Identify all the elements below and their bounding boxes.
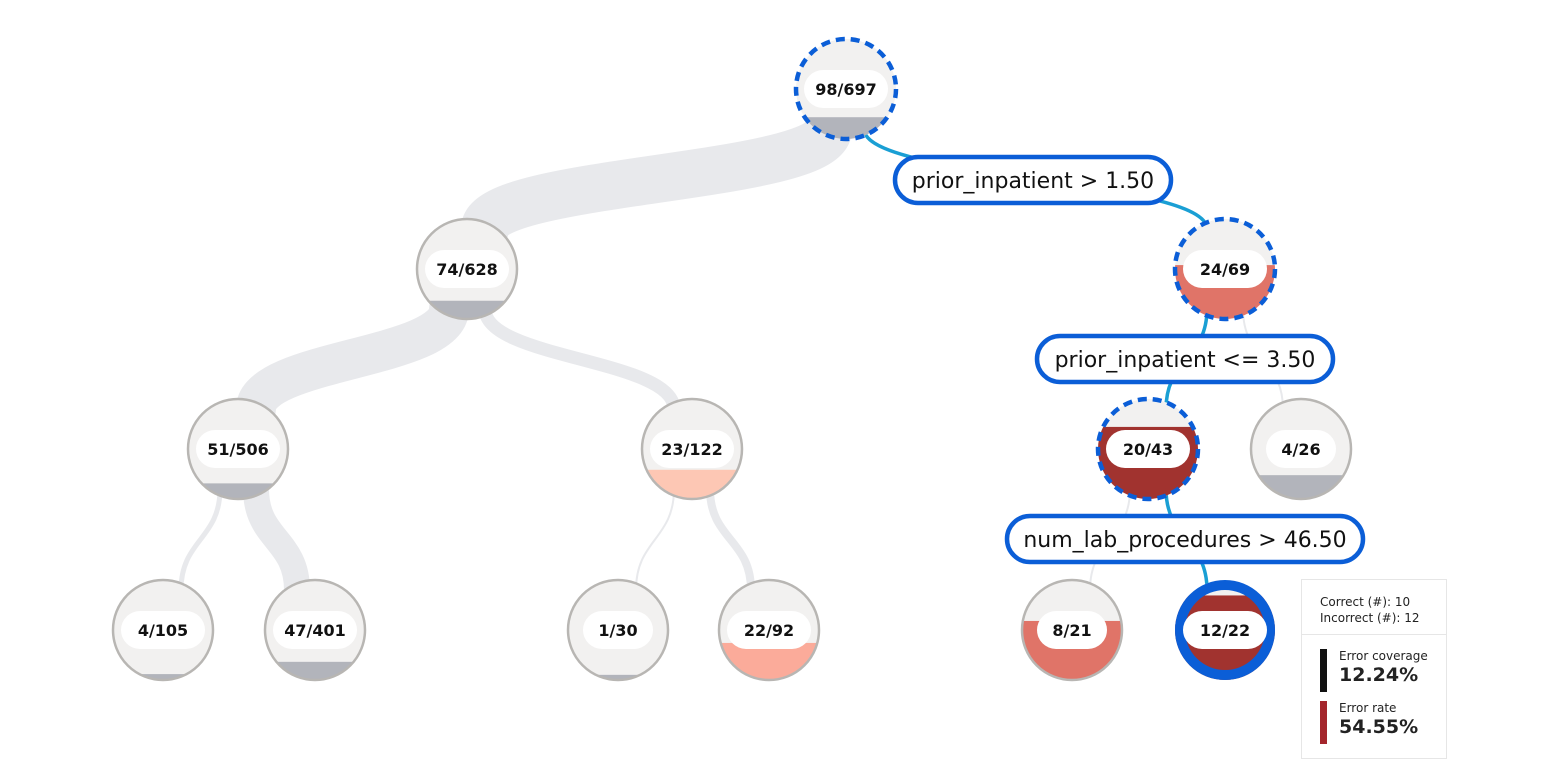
error-rate-metric: Error rate 54.55% xyxy=(1302,701,1446,744)
node-outline xyxy=(111,578,215,682)
path-node-ring xyxy=(793,36,899,142)
node-error-fill xyxy=(113,674,213,680)
node-outline xyxy=(717,578,821,682)
tree-edges xyxy=(178,105,1284,603)
node-label: 74/628 xyxy=(436,260,498,279)
split-condition-c3: num_lab_procedures > 46.50 xyxy=(1004,513,1366,565)
rate-label: Error rate xyxy=(1339,701,1397,715)
node-error-fill xyxy=(568,674,668,680)
node-outline xyxy=(263,578,367,682)
tree-node-l[interactable]: 74/628 xyxy=(415,217,519,321)
node-label-pill xyxy=(425,250,509,288)
edge-L-LL xyxy=(236,289,469,429)
node-label: 98/697 xyxy=(815,80,877,99)
node-label-pill xyxy=(273,611,357,649)
condition-pill xyxy=(1004,513,1366,565)
edge-LR-LRR xyxy=(706,485,755,594)
condition-text: prior_inpatient > 1.50 xyxy=(912,169,1154,194)
tree-node-lll[interactable]: 4/105 xyxy=(111,578,215,682)
node-label-pill xyxy=(650,430,734,468)
node-label: 20/43 xyxy=(1123,440,1173,459)
node-label: 1/30 xyxy=(598,621,637,640)
tree-node-ll[interactable]: 51/506 xyxy=(186,397,290,501)
node-label-pill xyxy=(196,430,280,468)
node-counts: Correct (#): 10 Incorrect (#): 12 xyxy=(1302,580,1446,632)
coverage-bar xyxy=(1320,649,1327,692)
coverage-label: Error coverage xyxy=(1339,649,1428,663)
tree-node-rll[interactable]: 8/21 xyxy=(1020,578,1124,682)
tree-node-root[interactable]: 98/697 xyxy=(793,36,899,142)
node-label-pill xyxy=(583,611,653,649)
tree-node-lr[interactable]: 23/122 xyxy=(640,397,744,501)
node-outline xyxy=(1020,578,1124,682)
tree-node-rlr[interactable]: 12/22 xyxy=(1175,580,1275,680)
path-node-ring xyxy=(1172,216,1278,322)
node-label: 12/22 xyxy=(1200,621,1250,640)
node-outline xyxy=(640,397,744,501)
node-label: 51/506 xyxy=(207,440,269,459)
node-label: 8/21 xyxy=(1052,621,1091,640)
edge-LL-LLL xyxy=(178,486,223,593)
node-outline xyxy=(415,217,519,321)
condition-pill xyxy=(1034,333,1336,385)
node-label-pill xyxy=(1183,250,1267,288)
node-outline xyxy=(566,578,670,682)
rate-bar xyxy=(1320,701,1327,744)
edge-root-L xyxy=(461,105,852,253)
tree-node-r[interactable]: 24/69 xyxy=(1172,216,1278,322)
node-label: 22/92 xyxy=(744,621,794,640)
tree-node-lrl[interactable]: 1/30 xyxy=(566,578,670,682)
tree-node-rr[interactable]: 4/26 xyxy=(1249,397,1353,501)
node-label: 23/122 xyxy=(661,440,723,459)
tree-node-lrr[interactable]: 22/92 xyxy=(717,578,821,682)
condition-pill xyxy=(892,154,1174,206)
node-error-fill xyxy=(1251,475,1351,499)
node-outline xyxy=(1249,397,1353,501)
panel-divider xyxy=(1302,634,1446,635)
split-condition-c2: prior_inpatient <= 3.50 xyxy=(1034,333,1336,385)
tree-node-rl[interactable]: 20/43 xyxy=(1095,396,1201,502)
condition-text: num_lab_procedures > 46.50 xyxy=(1023,528,1346,553)
edge-L-LR xyxy=(478,302,681,416)
node-label-pill xyxy=(121,611,205,649)
node-label: 4/26 xyxy=(1281,440,1320,459)
tree-node-llr[interactable]: 47/401 xyxy=(263,578,367,682)
node-label-pill xyxy=(1037,611,1107,649)
node-label: 4/105 xyxy=(138,621,188,640)
node-label-pill xyxy=(804,70,888,108)
path-node-ring xyxy=(1095,396,1201,502)
split-conditions: prior_inpatient > 1.50 prior_inpatient <=… xyxy=(892,154,1366,565)
error-coverage-metric: Error coverage 12.24% xyxy=(1302,649,1446,692)
node-outline xyxy=(186,397,290,501)
split-condition-c1: prior_inpatient > 1.50 xyxy=(892,154,1174,206)
node-label: 24/69 xyxy=(1200,260,1250,279)
edge-LL-LLR xyxy=(243,476,310,603)
node-label: 47/401 xyxy=(284,621,346,640)
node-label-pill xyxy=(1106,430,1190,468)
node-label-pill xyxy=(727,611,811,649)
rate-value: 54.55% xyxy=(1339,716,1419,738)
correct-count: Correct (#): 10 xyxy=(1320,595,1411,609)
incorrect-count: Incorrect (#): 12 xyxy=(1320,611,1420,625)
condition-text: prior_inpatient <= 3.50 xyxy=(1055,348,1316,373)
coverage-value: 12.24% xyxy=(1339,664,1419,686)
node-label-pill xyxy=(1183,611,1267,649)
edge-LR-LRL xyxy=(635,488,675,591)
node-info-panel: Correct (#): 10 Incorrect (#): 12 Error … xyxy=(1301,579,1447,759)
selected-node-ring xyxy=(1175,580,1275,680)
node-label-pill xyxy=(1266,430,1336,468)
